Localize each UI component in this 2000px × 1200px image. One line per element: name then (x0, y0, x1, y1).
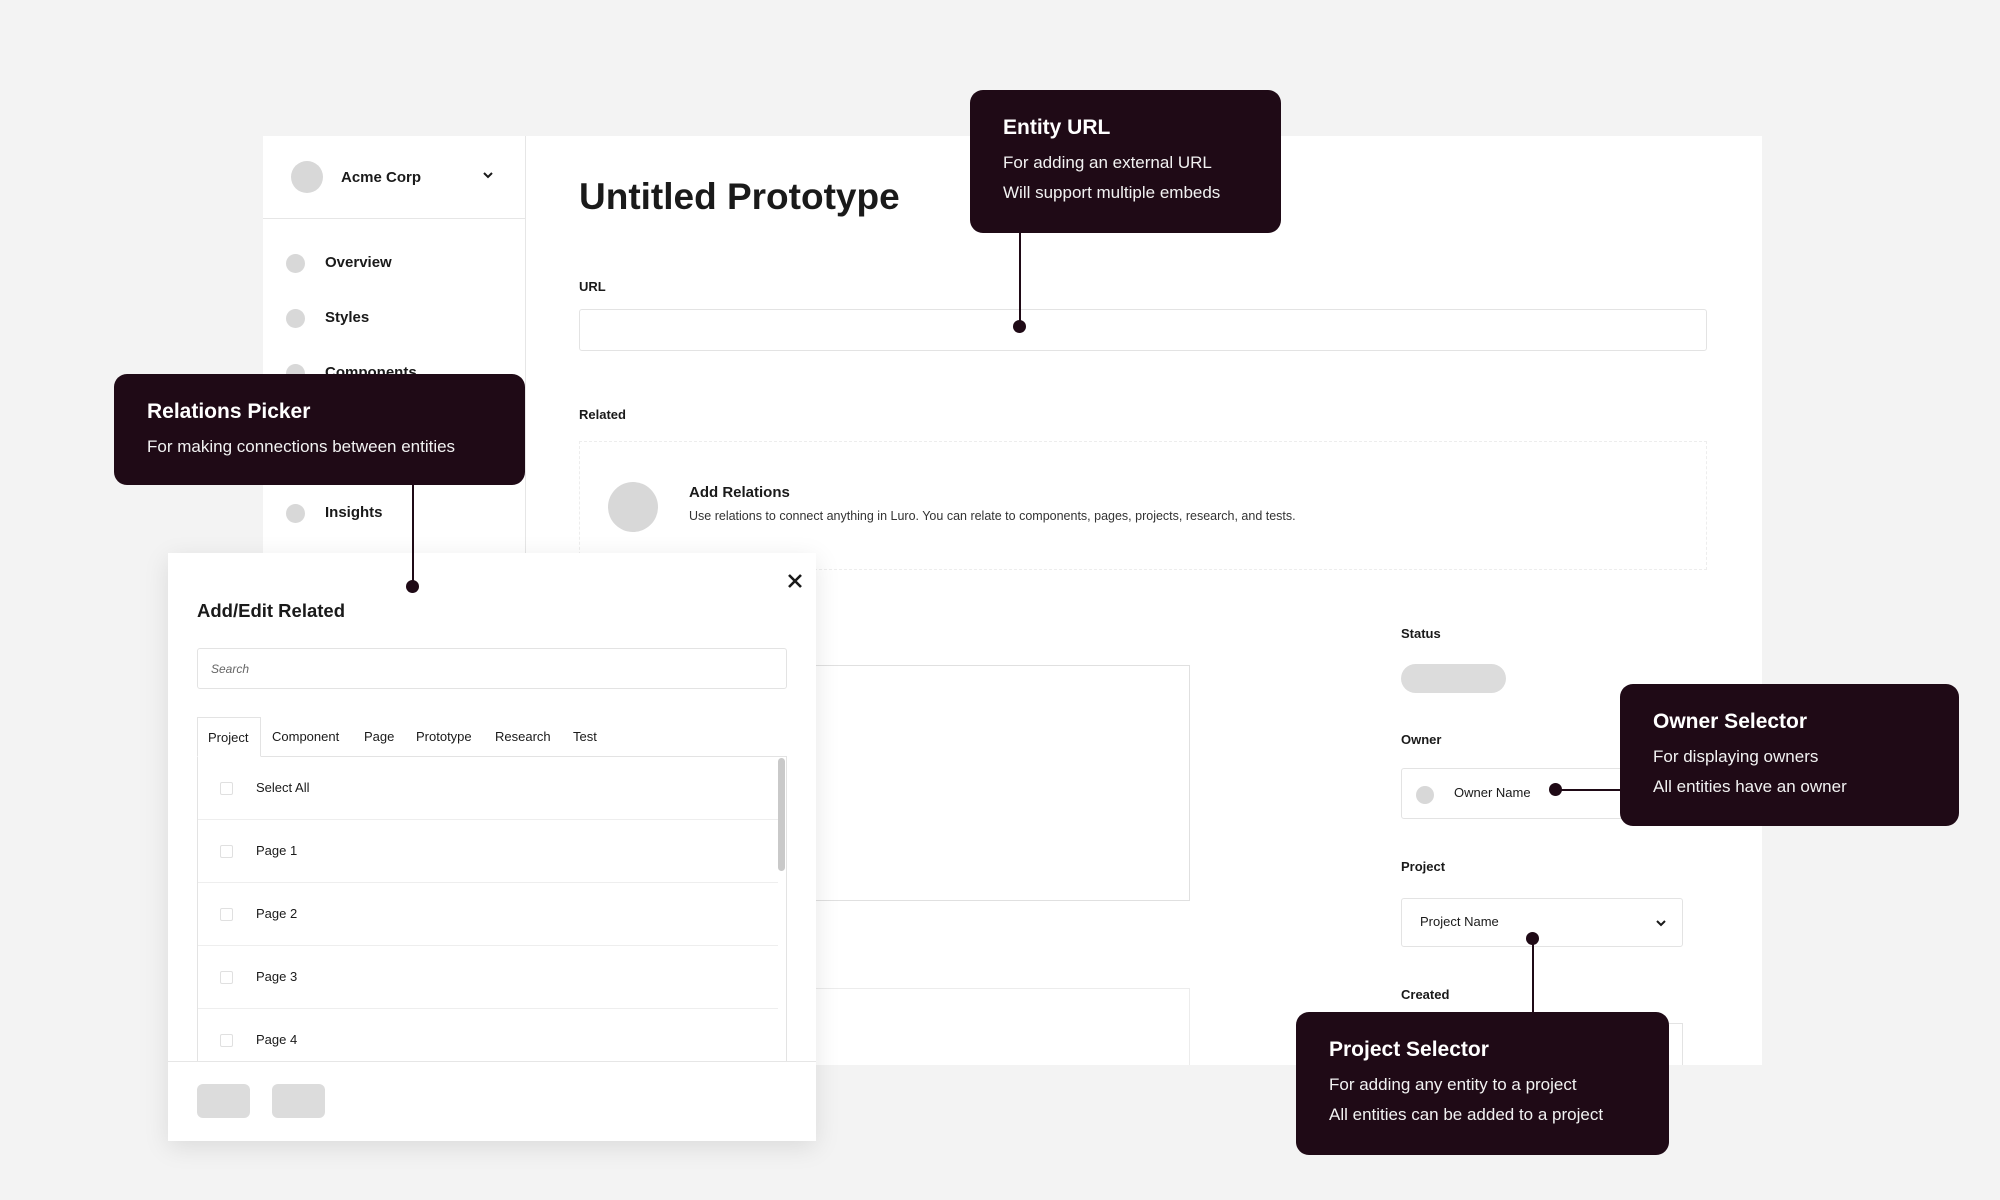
relations-picker-connector (412, 485, 414, 586)
sidebar-item-styles[interactable]: Styles (263, 298, 525, 338)
list-item[interactable]: Page 3 (198, 946, 778, 1009)
callout-line: For displaying owners (1653, 747, 1819, 766)
callout-line: For making connections between entities (147, 437, 456, 456)
status-label: Status (1401, 626, 1441, 641)
scroll-thumb[interactable] (778, 758, 785, 871)
callout-line: For adding an external URL (1003, 153, 1212, 172)
owner-selector-connector (1556, 789, 1622, 791)
url-input[interactable] (579, 309, 1707, 351)
callout-line: Will support multiple embeds (1003, 183, 1221, 202)
sidebar-item-label: Insights (325, 504, 383, 521)
sidebar-item-overview[interactable]: Overview (263, 243, 525, 283)
owner-name: Owner Name (1454, 785, 1531, 800)
entity-url-connector (1019, 232, 1021, 327)
sidebar-item-label: Overview (325, 254, 392, 271)
insights-icon (286, 504, 305, 523)
callout-entity-url: Entity URL For adding an external URL Wi… (970, 90, 1281, 233)
callout-title: Owner Selector (1653, 710, 1808, 733)
description-field[interactable] (800, 665, 1190, 901)
entity-url-dot (1013, 320, 1026, 333)
org-avatar (291, 161, 323, 193)
scrollbar[interactable] (777, 757, 785, 1062)
relations-icon (608, 482, 658, 532)
checkbox[interactable] (220, 782, 233, 795)
page-title: Untitled Prototype (579, 176, 900, 217)
sidebar-item-insights[interactable]: Insights (263, 493, 525, 533)
close-icon[interactable] (783, 569, 807, 593)
checkbox[interactable] (220, 971, 233, 984)
tab-page[interactable]: Page (364, 729, 395, 744)
list-item-label: Page 4 (256, 1032, 298, 1047)
add-relations-box[interactable]: Add Relations Use relations to connect a… (579, 441, 1707, 570)
project-selector[interactable]: Project Name (1401, 898, 1683, 947)
tab-project[interactable]: Project (197, 717, 261, 757)
callout-title: Entity URL (1003, 116, 1111, 139)
relations-list: Select All Page 1 Page 2 Page 3 Page 4 (197, 756, 787, 1062)
project-name: Project Name (1420, 914, 1499, 929)
url-label: URL (579, 279, 606, 294)
tab-test[interactable]: Test (573, 729, 597, 744)
checkbox[interactable] (220, 1034, 233, 1047)
owner-label: Owner (1401, 732, 1442, 747)
list-item-label: Page 2 (256, 906, 298, 921)
confirm-button[interactable] (272, 1084, 325, 1118)
callout-owner-selector: Owner Selector For displaying owners All… (1620, 684, 1959, 826)
secondary-field[interactable] (800, 988, 1190, 1065)
chevron-down-icon (1656, 920, 1666, 927)
tab-research[interactable]: Research (495, 729, 551, 744)
callout-line: All entities have an owner (1653, 777, 1847, 796)
add-relations-description: Use relations to connect anything in Lur… (689, 509, 1296, 523)
owner-selector[interactable]: Owner Name (1401, 768, 1641, 819)
owner-selector-dot (1549, 783, 1562, 796)
list-item[interactable]: Page 4 (198, 1009, 778, 1062)
project-selector-connector (1532, 938, 1534, 1012)
add-relations-title: Add Relations (689, 484, 790, 501)
add-edit-related-modal: Add/Edit Related Search Project Componen… (168, 553, 816, 1141)
tab-component[interactable]: Component (272, 729, 340, 744)
org-switcher[interactable]: Acme Corp (263, 136, 525, 219)
list-item-label: Select All (256, 780, 310, 795)
status-badge[interactable] (1401, 664, 1506, 693)
project-label: Project (1401, 859, 1446, 874)
tab-bar: Project Component Page Prototype Researc… (197, 717, 787, 757)
callout-relations-picker: Relations Picker For making connections … (114, 374, 525, 485)
modal-footer (168, 1061, 816, 1142)
org-name: Acme Corp (341, 169, 422, 186)
chevron-down-icon (483, 172, 493, 179)
list-item-label: Page 3 (256, 969, 298, 984)
checkbox[interactable] (220, 845, 233, 858)
list-item-select-all[interactable]: Select All (198, 757, 778, 820)
list-item[interactable]: Page 1 (198, 820, 778, 883)
cancel-button[interactable] (197, 1084, 250, 1118)
relations-picker-dot (406, 580, 419, 593)
callout-line: For adding any entity to a project (1329, 1075, 1577, 1094)
tab-prototype[interactable]: Prototype (416, 729, 472, 744)
sidebar-item-label: Styles (325, 309, 370, 326)
project-selector-dot (1526, 932, 1539, 945)
list-item[interactable]: Page 2 (198, 883, 778, 946)
callout-title: Relations Picker (147, 400, 311, 423)
avatar (1416, 786, 1434, 804)
list-item-label: Page 1 (256, 843, 298, 858)
related-label: Related (579, 407, 626, 422)
modal-title: Add/Edit Related (197, 600, 346, 621)
checkbox[interactable] (220, 908, 233, 921)
styles-icon (286, 309, 305, 328)
created-label: Created (1401, 987, 1450, 1002)
callout-project-selector: Project Selector For adding any entity t… (1296, 1012, 1669, 1155)
search-placeholder: Search (211, 662, 250, 676)
overview-icon (286, 254, 305, 273)
callout-line: All entities can be added to a project (1329, 1105, 1604, 1124)
search-input[interactable]: Search (197, 648, 787, 689)
callout-title: Project Selector (1329, 1038, 1489, 1061)
